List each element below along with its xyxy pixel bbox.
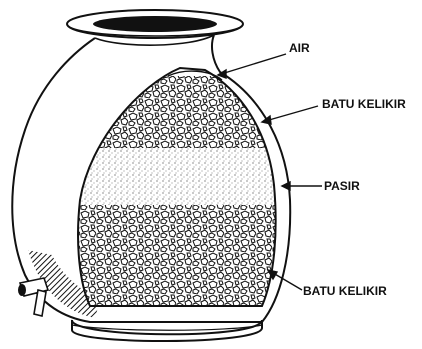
jar-mouth: [93, 16, 217, 32]
tap-icon: [18, 278, 48, 316]
label-batu-kelikir-top: BATU KELIKIR: [322, 97, 406, 111]
sand-layer: [70, 148, 285, 208]
label-air: AIR: [289, 41, 310, 55]
gravel-bottom-layer: [70, 205, 285, 310]
label-pasir: PASIR: [324, 179, 360, 193]
label-batu-kelikir-bottom: BATU KELIKIR: [303, 284, 387, 298]
